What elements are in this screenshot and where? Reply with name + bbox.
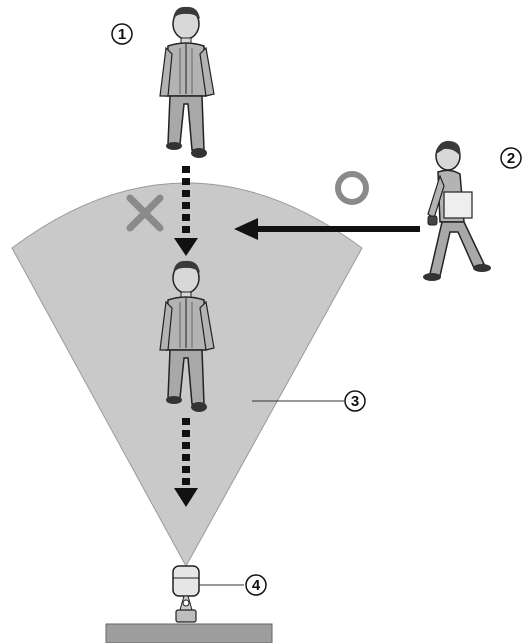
- person-front-icon: [159, 260, 215, 412]
- person-side-icon: [423, 140, 491, 281]
- wrong-mark-icon: [126, 194, 164, 232]
- motion-sensor-icon: [172, 565, 200, 623]
- person-front-icon: [159, 6, 215, 158]
- floor-base: [105, 623, 273, 643]
- callout-2: 2: [500, 147, 522, 169]
- correct-mark-icon: [335, 171, 369, 205]
- svg-text:1: 1: [118, 26, 126, 43]
- svg-text:3: 3: [351, 393, 359, 410]
- dashed-arrow-down-icon: [174, 166, 198, 256]
- svg-text:2: 2: [507, 150, 515, 167]
- callout-1: 1: [111, 23, 133, 45]
- callout-3: 3: [344, 390, 366, 412]
- callout-4: 4: [245, 574, 267, 596]
- solid-arrow-left-icon: [234, 218, 420, 240]
- dashed-arrow-down-icon: [174, 418, 198, 507]
- svg-text:4: 4: [252, 577, 261, 594]
